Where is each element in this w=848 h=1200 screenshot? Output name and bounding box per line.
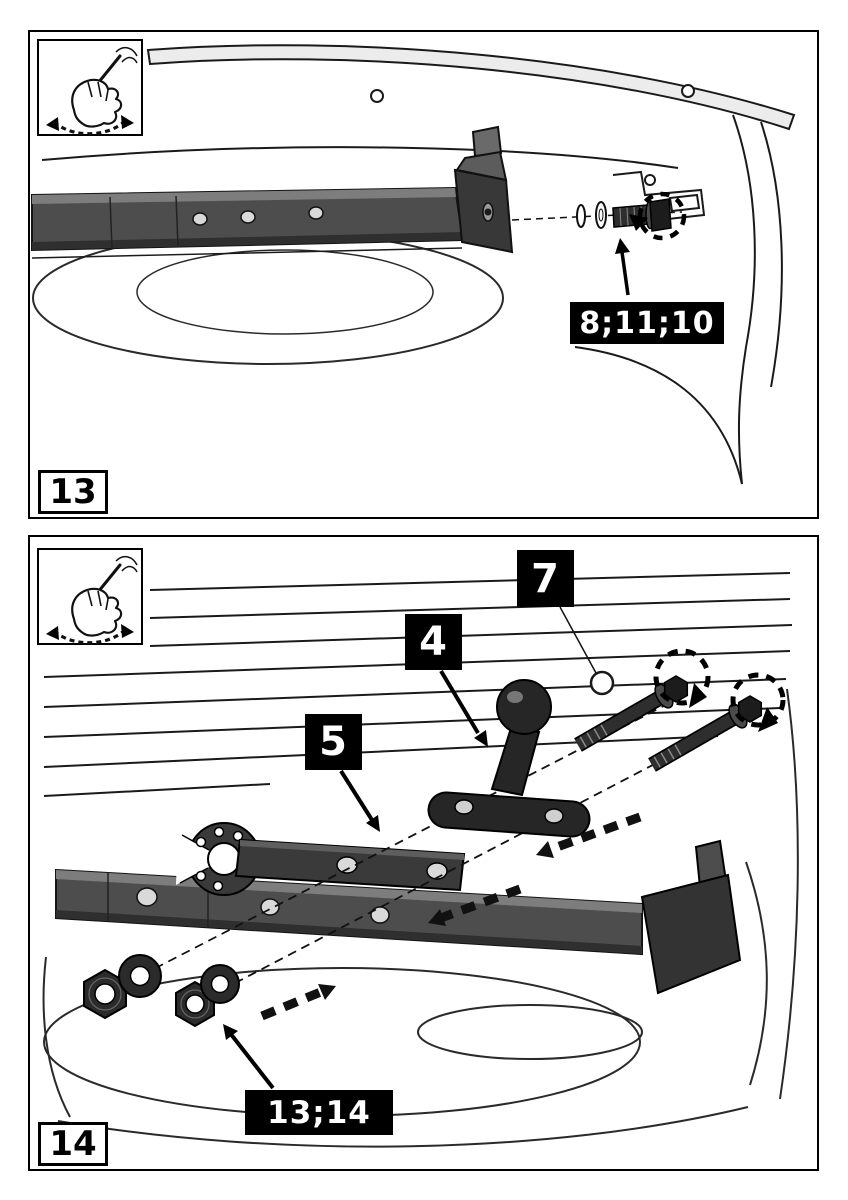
- callout-arrow-8-11-10: [615, 238, 630, 296]
- beam-end-bracket: [640, 839, 742, 995]
- towball-ball: [496, 679, 552, 735]
- diagram-step-14-art: [36, 547, 799, 1148]
- flat-washer: [595, 201, 607, 229]
- rear-panel-lines: [43, 572, 793, 797]
- torque-rotation-arrow: [629, 191, 687, 241]
- callout-label-7: 7: [517, 550, 574, 607]
- diagram-step-13-art: [31, 38, 796, 485]
- nut-washer-set: [83, 954, 240, 1028]
- hand-adjust-icon: [36, 38, 144, 137]
- callout-label-8-11-10: 8;11;10: [570, 302, 724, 344]
- hand-adjust-icon: [36, 547, 144, 646]
- torque-rotation-arrow-b: [730, 672, 786, 732]
- crossmember-beam: [31, 186, 465, 259]
- panel-step-13: 8;11;10 13: [28, 30, 819, 519]
- motion-arrows: [260, 812, 642, 1021]
- step-number-13: 13: [38, 470, 108, 514]
- callout-label-13-14: 13;14: [245, 1090, 393, 1135]
- bolt-head: [649, 198, 672, 232]
- bolt-b: [648, 695, 763, 772]
- spring-washer: [576, 204, 586, 228]
- towball-neck: [490, 726, 541, 797]
- bolt-washer-assembly: [511, 198, 683, 232]
- vehicle-outline: [42, 688, 799, 1148]
- step-number-14: 14: [38, 1122, 108, 1166]
- callout-label-5: 5: [305, 714, 362, 770]
- callout-arrow-5: [339, 769, 380, 832]
- torque-rotation-arrow-a: [653, 648, 711, 708]
- panel-step-14: 7 4 5 13;14 14: [28, 535, 819, 1171]
- towball-part-4: [427, 679, 591, 838]
- hole-marker-part-7: [559, 606, 615, 696]
- support-bracket-part-5: [176, 822, 466, 896]
- callout-label-4: 4: [405, 614, 462, 670]
- callout-arrow-4: [439, 669, 488, 747]
- vehicle-underbody: [41, 44, 796, 485]
- beam-end-plate: [453, 125, 514, 254]
- callout-arrow-13-14: [223, 1024, 275, 1090]
